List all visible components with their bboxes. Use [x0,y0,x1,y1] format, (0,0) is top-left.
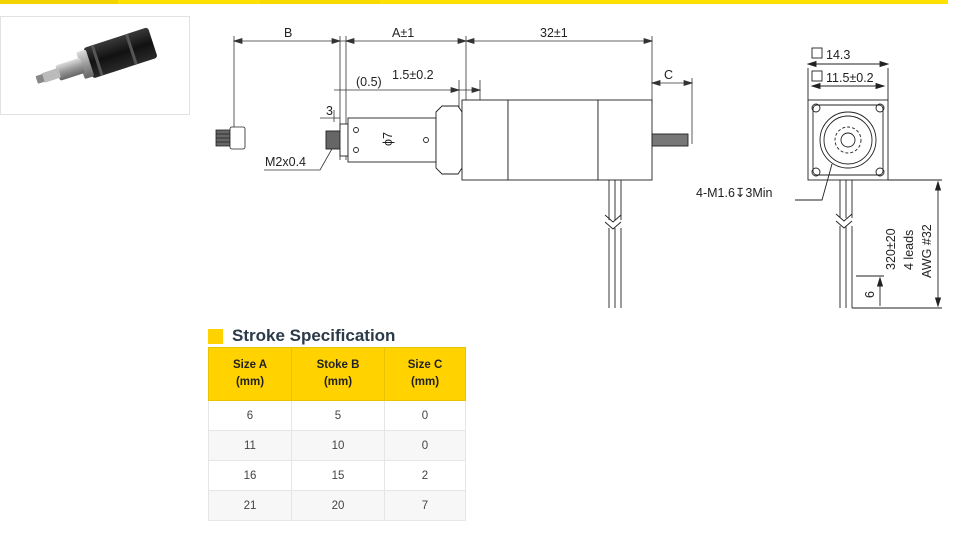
table-row: 11 10 0 [208,430,466,461]
header-stoke-b: Stoke B (mm) [291,347,385,401]
stroke-spec-heading: Stroke Specification [208,325,395,347]
cell-size-c: 0 [384,430,466,461]
dim-6-label: 6 [863,291,877,298]
lead-gauge-label: AWG #32 [920,224,934,278]
stroke-spec-title: Stroke Specification [232,326,396,345]
cell-size-c: 2 [384,460,466,491]
heading-marker [208,328,223,344]
dim-15-label: 1.5±0.2 [392,68,434,82]
cell-stoke-b: 20 [291,490,385,521]
stroke-spec-table: Size A (mm) Stoke B (mm) Size C (mm) 6 5… [208,347,466,521]
header-label: Stoke B [316,359,360,371]
top-accent-bar [0,0,948,4]
cell-size-a: 11 [208,430,292,461]
header-size-c: Size C (mm) [384,347,466,401]
thread-label: M2x0.4 [265,155,306,169]
mount-holes-label: 4-M1.6↧3Min [696,186,773,200]
header-label: Size C [407,359,443,371]
square-11-5-label: 11.5±0.2 [826,71,874,85]
table-row: 6 5 0 [208,400,466,431]
dim-a-label: A±1 [392,26,414,40]
top-bar-segment [0,0,118,4]
cell-size-a: 16 [208,460,292,491]
linear-actuator-motor-photo-icon [35,27,157,84]
header-size-a: Size A (mm) [208,347,292,401]
header-unit: (mm) [235,376,265,388]
top-bar-segment [260,0,380,4]
dim-3-label: 3 [326,104,333,118]
table-row: 21 20 7 [208,490,466,521]
cell-size-c: 0 [384,400,466,431]
cell-stoke-b: 5 [291,400,385,431]
cell-size-a: 6 [208,400,292,431]
table-header-row: Size A (mm) Stoke B (mm) Size C (mm) [208,347,466,401]
lead-length-label: 320±20 [884,228,898,270]
dim-phi7-label: ϕ7 [381,132,395,146]
cell-size-c: 7 [384,490,466,521]
square-14-3-label: 14.3 [826,48,850,62]
dim-b-label: B [284,26,292,40]
cell-size-a: 21 [208,490,292,521]
table-row: 16 15 2 [208,460,466,491]
dim-05-label: (0.5) [356,75,382,89]
technical-drawing: B A±1 32±1 C (0.5) 1.5±0.2 3 ϕ7 M2x0.4 1… [215,26,942,309]
header-unit: (mm) [410,376,440,388]
lead-count-label: 4 leads [902,230,916,270]
header-unit: (mm) [323,376,353,388]
dim-32-label: 32±1 [540,26,568,40]
header-label: Size A [232,359,268,371]
cell-stoke-b: 15 [291,460,385,491]
dim-c-label: C [664,68,673,82]
cell-stoke-b: 10 [291,430,385,461]
product-thumbnail[interactable] [0,16,190,115]
